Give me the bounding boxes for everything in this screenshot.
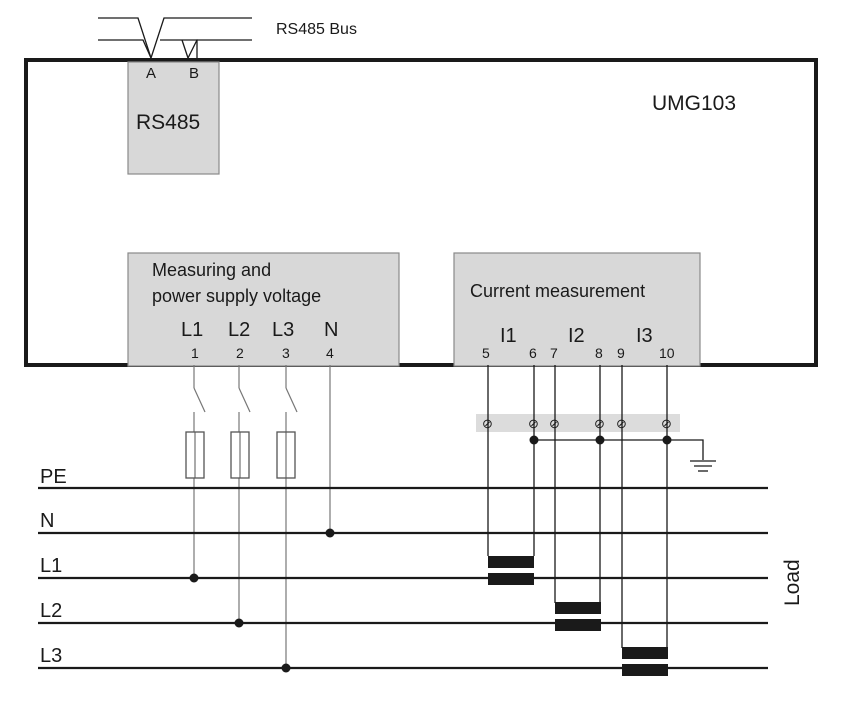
- bus-label-l3: L3: [40, 645, 62, 667]
- current-transformer-l2: [555, 602, 601, 631]
- fuse-l2: [230, 431, 250, 479]
- fuse-l3: [276, 431, 296, 479]
- rs485-box: [127, 61, 220, 175]
- main-bus-lines: [38, 486, 768, 670]
- current-title: Current measurement: [470, 281, 645, 301]
- terminal-strip: [476, 414, 680, 432]
- rs485-pin-b: B: [189, 65, 199, 82]
- rs485-bus-label: RS485 Bus: [276, 21, 357, 38]
- fuse-l1: [185, 431, 205, 479]
- bus-label-n: N: [40, 510, 54, 532]
- pin-6: 6: [529, 345, 537, 361]
- voltage-wires: [193, 365, 331, 668]
- pin-8: 8: [595, 345, 603, 361]
- current-phase-i1: I1: [500, 325, 517, 347]
- junction-dots: [189, 435, 672, 673]
- pin-3: 3: [282, 345, 290, 361]
- current-phase-i3: I3: [636, 325, 653, 347]
- pin-10: 10: [659, 345, 675, 361]
- rs485-pin-a: A: [146, 65, 156, 82]
- device-name: UMG103: [652, 92, 736, 115]
- voltage-title-line1: Measuring and: [152, 260, 271, 280]
- current-block: [453, 252, 701, 367]
- ground-icon: [690, 460, 716, 472]
- current-phase-i2: I2: [568, 325, 585, 347]
- current-wires: [487, 365, 704, 648]
- voltage-phase-l2: L2: [228, 319, 250, 341]
- voltage-phase-n: N: [324, 319, 338, 341]
- current-transformer-l3: [622, 647, 668, 676]
- pin-7: 7: [550, 345, 558, 361]
- pin-9: 9: [617, 345, 625, 361]
- bus-label-l1: L1: [40, 555, 62, 577]
- pin-5: 5: [482, 345, 490, 361]
- bus-label-pe: PE: [40, 466, 67, 488]
- voltage-title-line2: power supply voltage: [152, 286, 321, 306]
- current-transformer-l1: [488, 556, 534, 585]
- pin-4: 4: [326, 345, 334, 361]
- load-label: Load: [781, 559, 804, 606]
- voltage-phase-l1: L1: [181, 319, 203, 341]
- rs485-title: RS485: [136, 111, 200, 134]
- rs485-bus-wires: [98, 17, 252, 61]
- voltage-phase-l3: L3: [272, 319, 294, 341]
- bus-label-l2: L2: [40, 600, 62, 622]
- pin-2: 2: [236, 345, 244, 361]
- voltage-block: [127, 252, 400, 367]
- pin-1: 1: [191, 345, 199, 361]
